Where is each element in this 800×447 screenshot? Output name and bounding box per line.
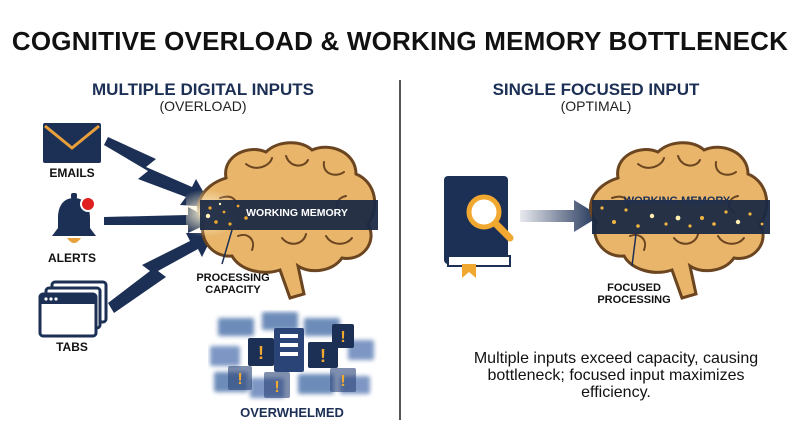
focused-processing-line2: PROCESSING [597, 294, 671, 306]
lightning-arrow-bottom [108, 233, 214, 313]
left-heading: MULTIPLE DIGITAL INPUTS [92, 80, 314, 99]
tabs-icon [38, 280, 108, 338]
left-brain-graphic [186, 141, 378, 300]
right-brain-graphic [589, 141, 770, 300]
svg-text:!: ! [340, 373, 345, 390]
left-working-memory-label: WORKING MEMORY [246, 207, 348, 219]
input-arrows [104, 137, 214, 313]
svg-text:!: ! [340, 329, 345, 346]
svg-text:!: ! [237, 371, 242, 388]
left-subheading: (OVERLOAD) [159, 98, 247, 114]
book-search-icon [444, 176, 514, 278]
svg-text:!: ! [258, 343, 264, 363]
emails-label: EMAILS [49, 166, 95, 180]
summary-caption: Multiple inputs exceed capacity, causing… [473, 350, 759, 401]
straight-arrow-middle [104, 207, 214, 233]
processing-label: PROCESSING CAPACITY [188, 272, 278, 296]
processing-capacity-line1: PROCESSING [196, 272, 270, 284]
processing-capacity-line2: CAPACITY [205, 284, 261, 296]
bell-icon [52, 193, 96, 243]
panel-divider [399, 80, 401, 420]
right-heading: SINGLE FOCUSED INPUT [492, 80, 700, 99]
focus-arrow [520, 200, 600, 232]
svg-text:!: ! [274, 379, 279, 396]
right-working-memory-label: WORKING MEMORY [623, 195, 731, 207]
alerts-label: ALERTS [48, 251, 96, 265]
tabs-label: TABS [56, 340, 88, 354]
envelope-icon [43, 123, 101, 163]
focused-processing-line1: FOCUSED [607, 282, 661, 294]
overwhelmed-cluster: ! ! ! ! ! ! [210, 312, 374, 398]
focused-processing-label: FOCUSED PROCESSING [584, 282, 684, 306]
overwhelmed-label: OVERWHELMED [240, 405, 344, 420]
lightning-arrow-top [104, 137, 212, 207]
right-subheading: (OPTIMAL) [560, 98, 632, 114]
diagram-title: COGNITIVE OVERLOAD & WORKING MEMORY BOTT… [11, 26, 789, 56]
svg-text:!: ! [320, 346, 326, 366]
